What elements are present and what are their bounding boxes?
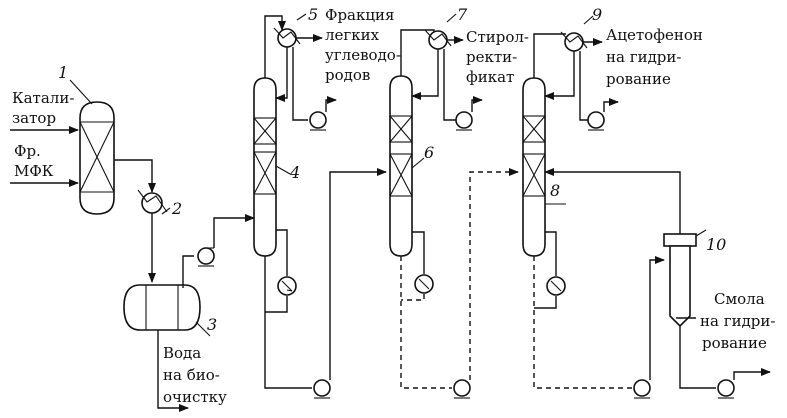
mfk-label-line2: МФК: [14, 162, 54, 180]
resin-label-line1: Смола: [714, 290, 765, 308]
column-4: [253, 77, 291, 257]
col6-reboiler-return: [401, 294, 425, 301]
resin-to-hydrogenation: [733, 368, 771, 380]
acetophenone-label-line1: Ацетофенон: [606, 26, 703, 44]
reboiler-col6: [414, 274, 434, 294]
water-label-line3: очистку: [163, 388, 227, 406]
label-condenser-9-number: 9: [592, 5, 602, 24]
catalyst-label-line1: Катали-: [12, 89, 74, 107]
reactor-1: [69, 79, 115, 215]
evaporator-10: [663, 229, 707, 328]
col8-to-reflux-pump: [579, 51, 588, 121]
heat-exchanger-2: [137, 189, 171, 215]
separator-3: [123, 284, 211, 337]
pump-col8-reflux: [587, 111, 605, 131]
label-column-8-number: 8: [550, 181, 560, 200]
label-separator-3-number: 3: [207, 315, 217, 334]
acetophenone-label-line3: рование: [606, 70, 671, 88]
reactor-outlet-line: [114, 159, 156, 193]
column-8: [522, 77, 566, 257]
col4-pump-outlet: [325, 96, 337, 112]
styrene-label-line3: фикат: [466, 68, 514, 86]
light-label-line3: углеводо-: [325, 46, 401, 64]
condenser-9: [560, 15, 594, 52]
styrene-label-line2: ректи-: [466, 48, 517, 66]
pump-to-column-4-line: [213, 214, 255, 248]
pump-col6-reflux: [455, 111, 473, 131]
col6-pump-outlet: [471, 96, 483, 112]
col6-bottoms-line: [400, 256, 452, 389]
label-evaporator-10-number: 10: [706, 235, 726, 254]
col8-reflux-line: [544, 51, 575, 100]
evaporator-overhead-return: [544, 168, 681, 234]
pump-resin: [717, 379, 735, 399]
styrene-label-line1: Стирол-: [466, 28, 529, 46]
col8-overhead-line: [533, 33, 566, 78]
col8-reboiler-loop: [545, 231, 557, 276]
pump-col8-bottoms: [633, 379, 651, 399]
col8-bottoms-line: [533, 256, 632, 389]
resin-label-line2: на гидри-: [700, 312, 775, 330]
condenser-5: [273, 13, 307, 48]
col6-to-reflux-pump: [443, 49, 456, 121]
resin-outlet-line: [679, 326, 716, 389]
col6-reboiler-loop: [412, 231, 425, 274]
condenser-7: [424, 13, 457, 50]
mfk-label-line1: Фр.: [14, 142, 41, 160]
col8-pump-outlet: [603, 98, 619, 112]
acetophenone-label-line2: на гидри-: [606, 48, 681, 66]
col4-overhead-line: [264, 15, 286, 78]
col4-to-col6-line: [329, 168, 387, 380]
label-condenser-7-number: 7: [457, 5, 468, 24]
col4-reboiler-return: [265, 296, 288, 313]
pump-col4-reflux: [309, 111, 327, 131]
col4-reboiler-loop: [276, 229, 288, 276]
col4-reflux-line: [275, 47, 288, 102]
column-6: [389, 75, 425, 257]
reboiler-col4: [277, 276, 297, 296]
col6-reflux-line: [411, 49, 439, 100]
water-outlet-line: [157, 330, 189, 412]
pump-feed: [197, 247, 215, 267]
light-label-line2: легких: [325, 26, 380, 44]
separator-to-pump-line: [182, 255, 194, 288]
label-condenser-5-number: 5: [308, 5, 318, 24]
catalyst-label-line2: затор: [12, 109, 56, 127]
pump-col6-bottoms: [453, 379, 471, 399]
light-label-line1: Фракция: [325, 6, 394, 24]
light-label-line4: родов: [325, 66, 370, 84]
water-label-line2: на био-: [163, 366, 220, 384]
reboiler-col8: [546, 276, 566, 296]
water-label-line1: Вода: [163, 344, 201, 362]
col4-to-reflux-pump: [292, 47, 308, 121]
pump-col4-bottoms: [313, 379, 331, 399]
col4-bottoms-line: [264, 256, 312, 389]
col8-reboiler-return: [534, 296, 557, 309]
label-reactor-number: 1: [58, 63, 68, 82]
label-column-4-number: 4: [289, 163, 300, 182]
label-column-6-number: 6: [424, 143, 434, 162]
label-exchanger-2-number: 2: [171, 199, 182, 218]
resin-label-line3: рование: [702, 334, 767, 352]
to-evaporator-line: [649, 256, 665, 380]
col6-to-col8-line: [469, 168, 519, 380]
